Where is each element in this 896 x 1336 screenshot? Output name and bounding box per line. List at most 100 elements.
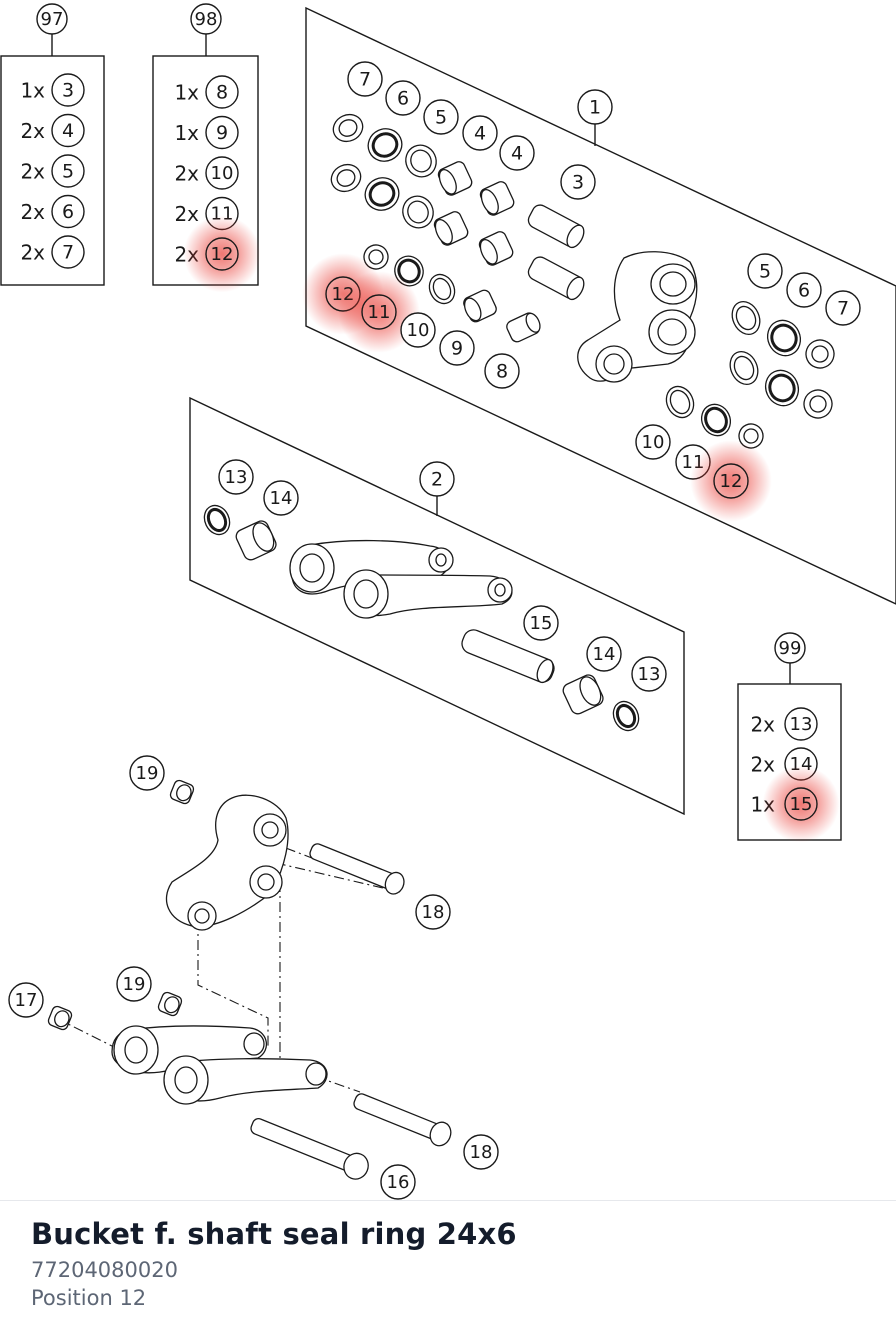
callout-number: 12 [720,471,743,492]
kit-row-quantity: 2x [20,160,45,184]
callout-number: 18 [470,1142,493,1163]
kit-row-ref: 3 [51,73,85,107]
callout-number: 6 [397,88,409,110]
callout-number: 4 [62,120,74,142]
callout-14: 14 [263,480,299,516]
callout-circle [205,156,239,190]
kit-row-ref: 9 [205,115,239,150]
callout-circle [462,115,498,151]
group-2-frame [189,396,685,816]
callout-circle [747,253,783,289]
callout-number: 5 [435,107,447,129]
callout-17: 17 [8,982,44,1018]
callout-number: 15 [530,613,553,634]
callout-circle [499,135,535,171]
callout-circle [51,154,85,188]
part-number: 77204080020 [31,1258,178,1282]
callout-circle [774,632,806,664]
callout-circle [380,1164,416,1200]
callout-number: 6 [62,201,74,223]
kit-row-ref[interactable]: 15 [762,765,840,843]
callout-4: 4 [499,135,535,171]
linkage-assembly [47,779,452,1180]
kit-row-ref[interactable]: 12 [183,215,261,293]
kit-row-ref: 8 [205,75,239,109]
callout-circle [484,353,520,389]
group-1-parts [330,113,835,449]
callout-circle [423,99,459,135]
callout-number: 9 [451,338,463,360]
callout-circle [586,636,622,672]
callout-circle [205,75,239,109]
kit-row-ref: 4 [51,113,85,148]
kit-row-quantity: 1x [174,81,199,105]
callout-number: 14 [270,488,293,509]
callout-4: 4 [462,115,498,151]
group-1-frame [305,6,896,605]
callout-circle [218,459,254,495]
callout-number: 12 [211,244,234,265]
callout-12[interactable]: 12 [690,440,772,522]
highlight-glow [762,765,840,843]
callout-number: 99 [779,638,802,659]
kit-row: 2x 4 [20,113,85,148]
callout-circle [560,164,596,200]
kit-row-quantity: 2x [174,202,199,226]
callout-circle [263,480,299,516]
callout-11[interactable]: 11 [338,271,420,353]
callout-number: 4 [511,143,523,165]
kit-row-quantity: 1x [20,79,45,103]
callout-circle [784,707,818,741]
callout-number: 97 [41,9,64,30]
callout-number: 2 [431,469,443,491]
callout-7: 7 [347,61,383,97]
part-position: Position 12 [31,1286,147,1310]
callout-circle [713,463,749,499]
callout-14: 14 [586,636,622,672]
group-2-parts [203,504,640,732]
callout-circle [190,3,222,35]
callout-circle [415,894,451,930]
callout-number: 3 [62,80,74,102]
callout-circle [400,312,436,348]
kit-row-quantity: 2x [20,200,45,224]
callout-circle [523,605,559,641]
kit-row-quantity: 2x [174,162,199,186]
callout-circle [361,294,397,330]
callout-number: 15 [790,794,813,815]
callout-circle [635,424,671,460]
kit-number-badge: 98 [190,3,222,35]
callout-number: 5 [62,161,74,183]
kit-row: 2x12 [174,215,261,293]
callout-19: 19 [116,966,152,1002]
callout-circle [51,194,85,229]
callout-8: 8 [484,353,520,389]
kit-row: 1x 3 [20,73,85,107]
highlight-glow [183,215,261,293]
callout-circle [129,755,165,791]
callout-7: 7 [825,290,861,326]
callout-circle [8,982,44,1018]
callout-6: 6 [385,80,421,116]
callout-circle [463,1134,499,1170]
kit-row-ref: 6 [51,194,85,229]
callout-10: 10 [400,312,436,348]
kit-row-quantity: 2x [20,119,45,143]
callout-19: 19 [129,755,165,791]
callout-circle [786,272,822,308]
callout-9: 9 [439,330,475,366]
callout-number: 13 [790,714,813,735]
kit-row-quantity: 2x [750,753,775,777]
callout-number: 9 [216,122,228,144]
kit-number-badge: 97 [36,3,68,35]
callout-number: 19 [123,974,146,995]
callout-circle [205,115,239,150]
reference-callouts: 1234456712111098567101112131415141319181… [8,61,861,1200]
callout-number: 10 [407,320,430,341]
callout-circle [784,787,818,821]
callout-18: 18 [415,894,451,930]
callout-number: 6 [798,280,810,302]
